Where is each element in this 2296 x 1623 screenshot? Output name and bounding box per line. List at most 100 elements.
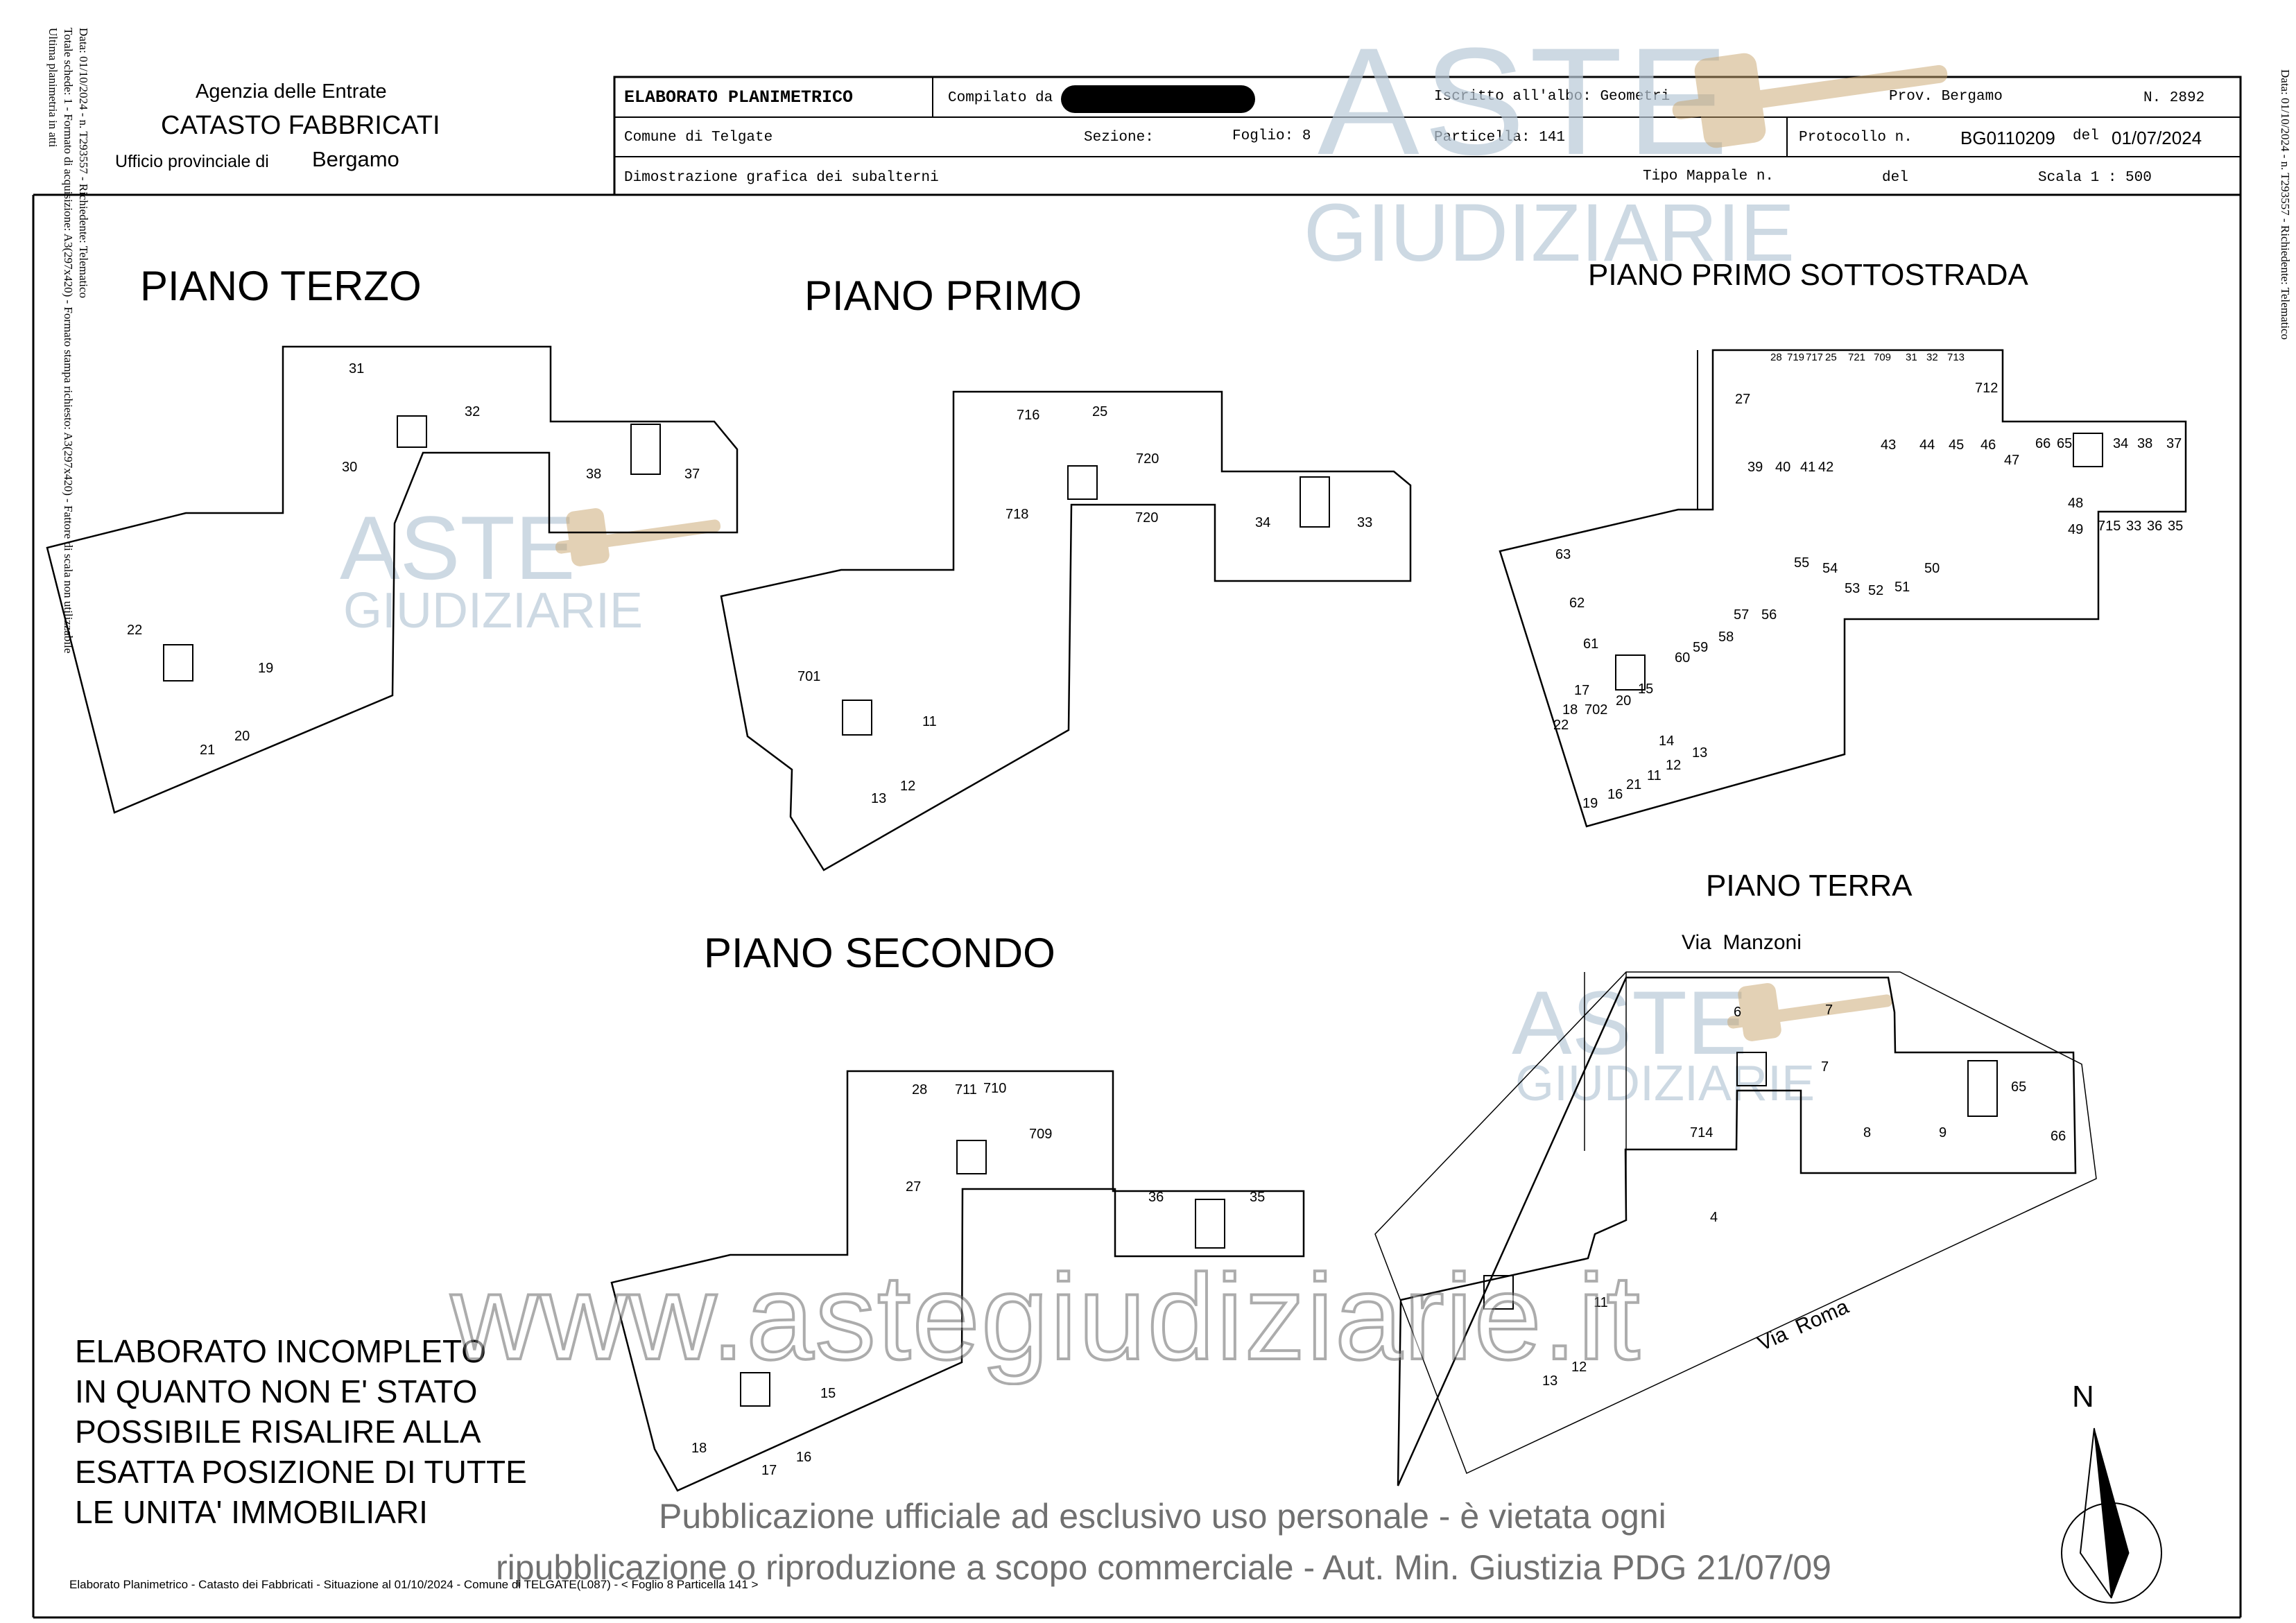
del2-label: del xyxy=(1882,170,1908,186)
label-s20: 20 xyxy=(1616,693,1631,709)
label-s31: 31 xyxy=(1906,351,1917,363)
label-t19: 19 xyxy=(258,661,273,676)
label-g8: 8 xyxy=(1863,1125,1871,1140)
label-p716: 716 xyxy=(1017,408,1039,423)
n-label: N. 2892 xyxy=(2143,90,2205,106)
label-s55: 55 xyxy=(1794,555,1809,571)
plan-primo-outline xyxy=(720,390,1412,871)
compilato-label: Compilato da xyxy=(948,90,1053,106)
watermark-site: www.astegiudiziarie.it xyxy=(449,1249,1641,1387)
label-t20: 20 xyxy=(234,729,250,744)
watermark-giudiziarie-right: GIUDIZIARIE xyxy=(1515,1056,1815,1111)
office-label: Ufficio provinciale di xyxy=(115,152,269,171)
prov-label: Prov. Bergamo xyxy=(1889,89,2003,105)
footer-text: Elaborato Planimetrico - Catasto dei Fab… xyxy=(69,1578,759,1591)
dimostrazione-label: Dimostrazione grafica dei subalterni xyxy=(624,170,939,186)
label-s719: 719 xyxy=(1787,351,1804,363)
label-s19: 19 xyxy=(1582,796,1598,811)
label-s27: 27 xyxy=(1735,392,1750,407)
label-s40: 40 xyxy=(1775,460,1790,475)
label-s61: 61 xyxy=(1583,636,1598,652)
label-s52: 52 xyxy=(1868,583,1883,598)
label-c16: 16 xyxy=(796,1450,811,1465)
label-s60: 60 xyxy=(1675,650,1690,666)
label-t37: 37 xyxy=(684,467,700,482)
office-value: Bergamo xyxy=(312,147,399,171)
label-g7b: 7 xyxy=(1821,1059,1829,1075)
label-s18: 18 xyxy=(1562,702,1578,718)
label-g714: 714 xyxy=(1690,1125,1713,1140)
label-p720b: 720 xyxy=(1135,510,1158,526)
label-s57: 57 xyxy=(1734,607,1749,623)
label-s721: 721 xyxy=(1848,351,1865,363)
label-s50: 50 xyxy=(1924,561,1940,576)
header-table xyxy=(613,76,2242,196)
label-p701: 701 xyxy=(797,669,820,684)
gavel-icon-right xyxy=(1727,983,1893,1041)
label-s28: 28 xyxy=(1770,351,1782,363)
label-t31: 31 xyxy=(349,361,364,376)
plan-sottostrada-outline xyxy=(1499,349,2187,828)
label-s62: 62 xyxy=(1569,596,1585,611)
label-c15: 15 xyxy=(820,1386,836,1401)
floor-title-terzo: PIANO TERZO xyxy=(140,263,422,309)
label-s44: 44 xyxy=(1919,437,1935,453)
label-s33: 33 xyxy=(2126,519,2141,534)
label-s39: 39 xyxy=(1747,460,1763,475)
watermark-aste-mid: ASTE xyxy=(340,497,576,598)
label-t38: 38 xyxy=(586,467,601,482)
label-s11: 11 xyxy=(1647,768,1661,783)
label-s715: 715 xyxy=(2098,519,2121,534)
label-s15: 15 xyxy=(1638,682,1653,697)
label-c709: 709 xyxy=(1029,1127,1052,1142)
label-g11: 11 xyxy=(1594,1295,1608,1310)
label-p13: 13 xyxy=(871,791,886,806)
label-c710: 710 xyxy=(983,1081,1006,1096)
label-s48: 48 xyxy=(2068,496,2083,511)
label-s32: 32 xyxy=(1926,351,1938,363)
floor-title-sottostrada: PIANO PRIMO SOTTOSTRADA xyxy=(1588,258,2028,292)
label-s13: 13 xyxy=(1692,745,1707,761)
label-s713: 713 xyxy=(1947,351,1965,363)
label-c35: 35 xyxy=(1250,1190,1265,1205)
label-g4: 4 xyxy=(1710,1210,1718,1225)
label-s49: 49 xyxy=(2068,522,2083,537)
plan-terra-site xyxy=(1374,971,2097,1475)
label-c17: 17 xyxy=(761,1463,777,1478)
particella-label: Particella: 141 xyxy=(1434,130,1566,146)
street-manzoni: Via Manzoni xyxy=(1682,931,1802,954)
label-t30: 30 xyxy=(342,460,357,475)
label-s21: 21 xyxy=(1626,777,1641,792)
label-s66: 66 xyxy=(2035,436,2051,451)
protocollo-value: BG0110209 xyxy=(1960,128,2055,148)
protocollo-label: Protocollo n. xyxy=(1799,130,1913,146)
label-p720a: 720 xyxy=(1136,451,1159,467)
label-s36: 36 xyxy=(2147,519,2162,534)
label-s41: 41 xyxy=(1800,460,1815,475)
comune-label: Comune di Telgate xyxy=(624,130,773,146)
label-s12: 12 xyxy=(1666,758,1681,773)
label-t32: 32 xyxy=(465,404,480,419)
compass-label: N xyxy=(2072,1380,2094,1414)
publication-line-2: ripubblicazione o riproduzione a scopo c… xyxy=(496,1548,1831,1587)
iscritto-label: Iscritto all'albo: Geometri xyxy=(1434,89,1671,105)
label-t21: 21 xyxy=(200,743,215,758)
label-s58: 58 xyxy=(1718,630,1734,645)
agency-name: Agenzia delle Entrate xyxy=(196,80,387,103)
plan-terra-outline xyxy=(1397,976,2077,1486)
gavel-icon-mid xyxy=(555,508,721,566)
label-g13: 13 xyxy=(1542,1373,1557,1389)
incomplete-note-4: ESATTA POSIZIONE DI TUTTE xyxy=(75,1454,527,1490)
label-s35: 35 xyxy=(2168,519,2183,534)
floor-title-terra: PIANO TERRA xyxy=(1706,869,1913,903)
label-c18: 18 xyxy=(691,1441,707,1456)
label-s38: 38 xyxy=(2137,436,2152,451)
label-c711: 711 xyxy=(955,1082,977,1097)
label-p25: 25 xyxy=(1092,404,1107,419)
incomplete-note-1: ELABORATO INCOMPLETO xyxy=(75,1333,487,1369)
sezione-label: Sezione: xyxy=(1084,130,1154,146)
doc-type: ELABORATO PLANIMETRICO xyxy=(624,87,854,107)
floor-title-primo: PIANO PRIMO xyxy=(804,272,1082,319)
label-c27: 27 xyxy=(906,1179,921,1195)
